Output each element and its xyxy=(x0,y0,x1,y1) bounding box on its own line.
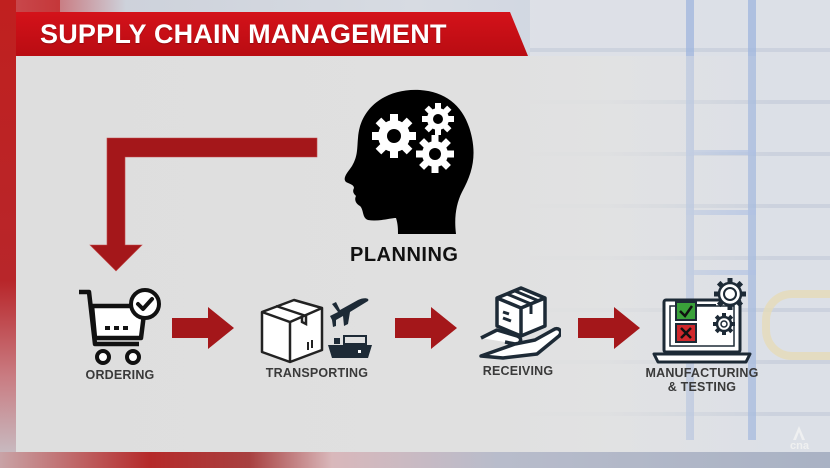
step-label: MANUFACTURING xyxy=(645,366,759,380)
cna-logo-icon xyxy=(793,426,806,440)
step-label: RECEIVING xyxy=(482,364,554,378)
title-banner: SUPPLY CHAIN MANAGEMENT xyxy=(16,12,528,56)
step-manufacturing-testing: MANUFACTURING & TESTING xyxy=(640,278,764,394)
cna-logo: cna xyxy=(790,425,809,452)
right-arrow-icon xyxy=(395,307,457,349)
background-bottom-stripe xyxy=(0,452,830,468)
step-transporting: TRANSPORTING xyxy=(258,292,376,380)
hand-holding-box-icon xyxy=(479,286,561,360)
page-title: SUPPLY CHAIN MANAGEMENT xyxy=(40,18,447,49)
step-label: ORDERING xyxy=(85,368,155,382)
right-arrow-icon xyxy=(578,307,640,349)
step-receiving: RECEIVING xyxy=(470,284,566,378)
step-label: TRANSPORTING xyxy=(265,366,369,380)
laptop-checklist-gears-icon xyxy=(652,278,752,364)
box-plane-ship-icon xyxy=(260,298,372,364)
watermark-text: cna xyxy=(790,440,809,452)
step-label-line2: & TESTING xyxy=(667,380,737,394)
right-arrow-icon xyxy=(172,307,234,349)
step-ordering: ORDERING xyxy=(72,286,168,382)
planning-label: PLANNING xyxy=(350,244,459,266)
shopping-cart-check-icon xyxy=(79,288,161,365)
title-accent xyxy=(16,0,126,12)
head-with-gears-icon xyxy=(344,89,474,234)
